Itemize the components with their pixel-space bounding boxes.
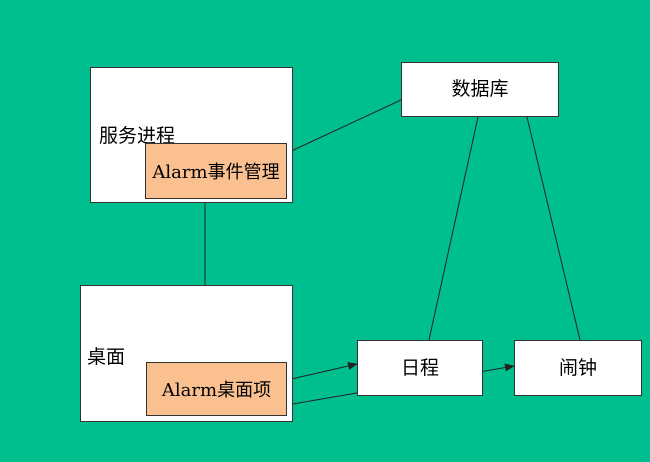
alarm-desktop-item-label: Alarm桌面项 (161, 380, 272, 401)
desktop-label: 桌面 (87, 346, 126, 368)
alarm-desktop-item-box: Alarm桌面项 (146, 362, 287, 416)
alarm-clock-label: 闹钟 (558, 356, 597, 379)
edge-event-manager-to-database (286, 99, 402, 154)
arrow-desktop-item-to-schedule (286, 362, 358, 381)
alarm-event-manager-box: Alarm事件管理 (145, 143, 287, 199)
alarm-event-manager-label: Alarm事件管理 (152, 162, 280, 183)
service-process-label: 服务进程 (99, 125, 176, 147)
database-label: 数据库 (451, 78, 509, 100)
edge-database-to-schedule (428, 116, 479, 341)
schedule-label: 日程 (400, 356, 439, 379)
alarm-clock-box: 闹钟 (514, 340, 642, 396)
database-box: 数据库 (401, 62, 559, 117)
edge-database-to-alarm-clock (526, 116, 581, 341)
schedule-box: 日程 (357, 340, 483, 396)
